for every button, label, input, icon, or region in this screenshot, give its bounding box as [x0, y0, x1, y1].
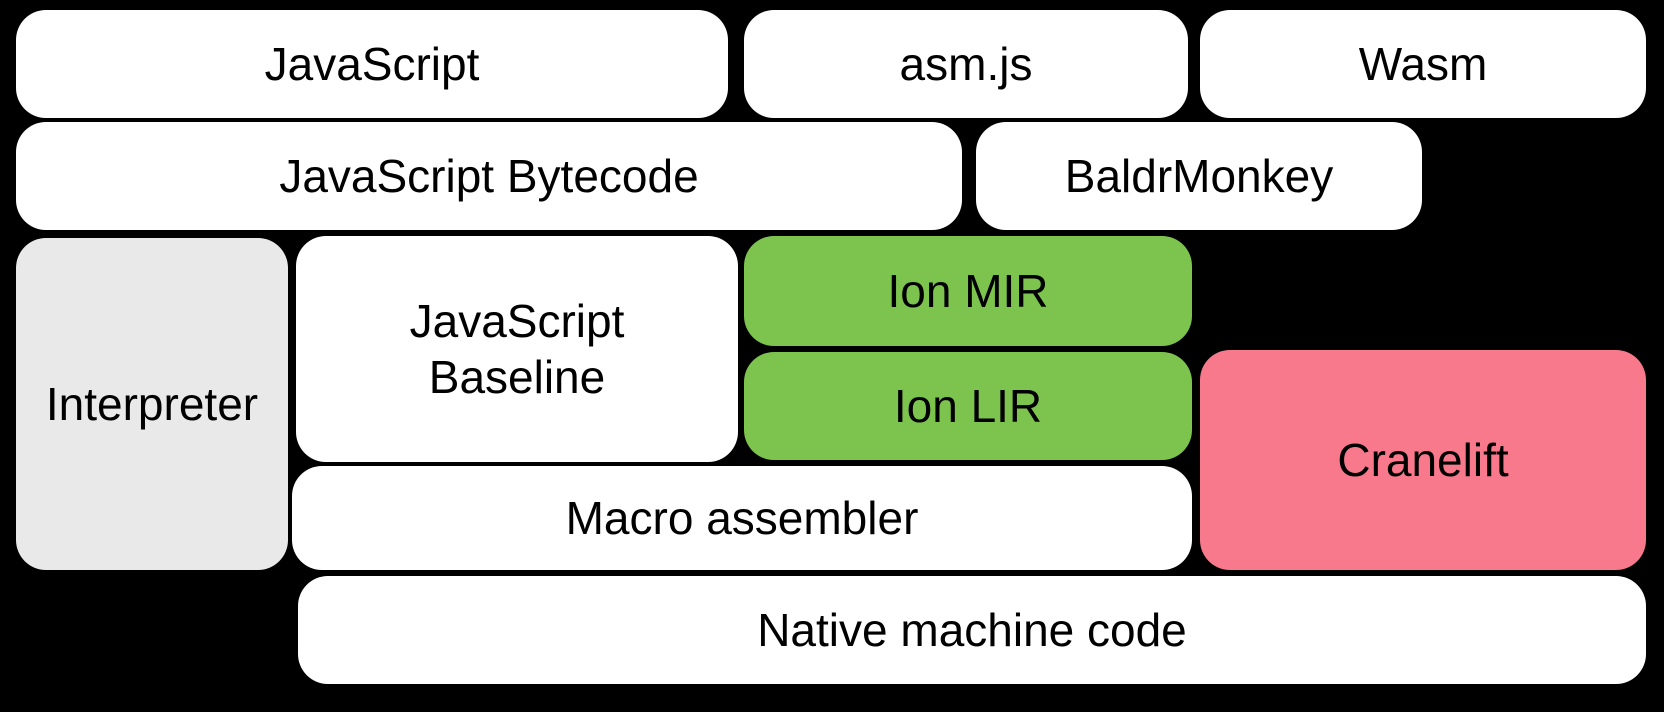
- block-baldrmonkey: BaldrMonkey: [976, 122, 1422, 230]
- block-javascript-baseline-label: JavaScript Baseline: [409, 294, 625, 403]
- block-javascript-bytecode: JavaScript Bytecode: [16, 122, 962, 230]
- block-javascript-baseline: JavaScript Baseline: [296, 236, 738, 462]
- block-javascript: JavaScript: [16, 10, 728, 118]
- block-asmjs-label: asm.js: [899, 37, 1033, 90]
- block-ion-lir: Ion LIR: [744, 352, 1192, 460]
- block-ion-mir-label: Ion MIR: [887, 264, 1049, 317]
- block-interpreter-label: Interpreter: [45, 377, 259, 430]
- block-cranelift: Cranelift: [1200, 350, 1646, 570]
- block-native-machine-code-label: Native machine code: [757, 603, 1187, 656]
- block-wasm-label: Wasm: [1358, 37, 1488, 90]
- block-baldrmonkey-label: BaldrMonkey: [1064, 149, 1334, 202]
- block-javascript-label: JavaScript: [264, 37, 480, 90]
- block-macro-assembler-label: Macro assembler: [565, 491, 919, 544]
- block-native-machine-code: Native machine code: [298, 576, 1646, 684]
- block-macro-assembler: Macro assembler: [292, 466, 1192, 570]
- block-wasm: Wasm: [1200, 10, 1646, 118]
- block-interpreter: Interpreter: [16, 238, 288, 570]
- block-asmjs: asm.js: [744, 10, 1188, 118]
- block-cranelift-label: Cranelift: [1337, 433, 1509, 486]
- block-ion-lir-label: Ion LIR: [893, 379, 1043, 432]
- block-javascript-bytecode-label: JavaScript Bytecode: [279, 149, 699, 202]
- block-ion-mir: Ion MIR: [744, 236, 1192, 346]
